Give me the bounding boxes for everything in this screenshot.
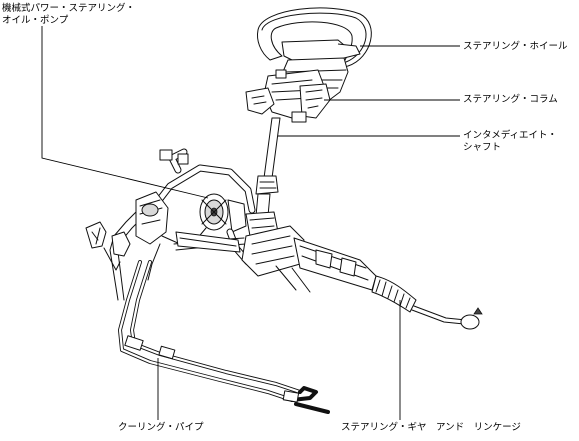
intermediate-shaft xyxy=(245,117,281,237)
label-steering-column: ステアリング・コラム xyxy=(463,94,558,105)
label-shaft-line1: インタメディエイト・ xyxy=(463,130,558,141)
leader-pump xyxy=(41,26,209,199)
reservoir-bracket xyxy=(85,221,131,271)
label-cooling-pipe: クーリング・パイプ xyxy=(118,422,204,433)
power-steering-pump xyxy=(135,148,256,281)
steering-gear-linkage xyxy=(175,225,483,330)
steering-wheel xyxy=(257,7,372,71)
leader-lines xyxy=(41,26,460,420)
label-shaft-line2: シャフト xyxy=(463,142,502,153)
label-steering-wheel: ステアリング・ホイール xyxy=(463,41,568,52)
label-pump-line2: オイル・ポンプ xyxy=(2,15,69,26)
label-gear-linkage: ステアリング・ギヤ アンド リンケージ xyxy=(341,422,521,433)
steering-column xyxy=(245,57,349,123)
cooling-pipe xyxy=(109,209,330,414)
label-pump-line1: 機械式パワー・ステアリング・ xyxy=(2,3,136,14)
